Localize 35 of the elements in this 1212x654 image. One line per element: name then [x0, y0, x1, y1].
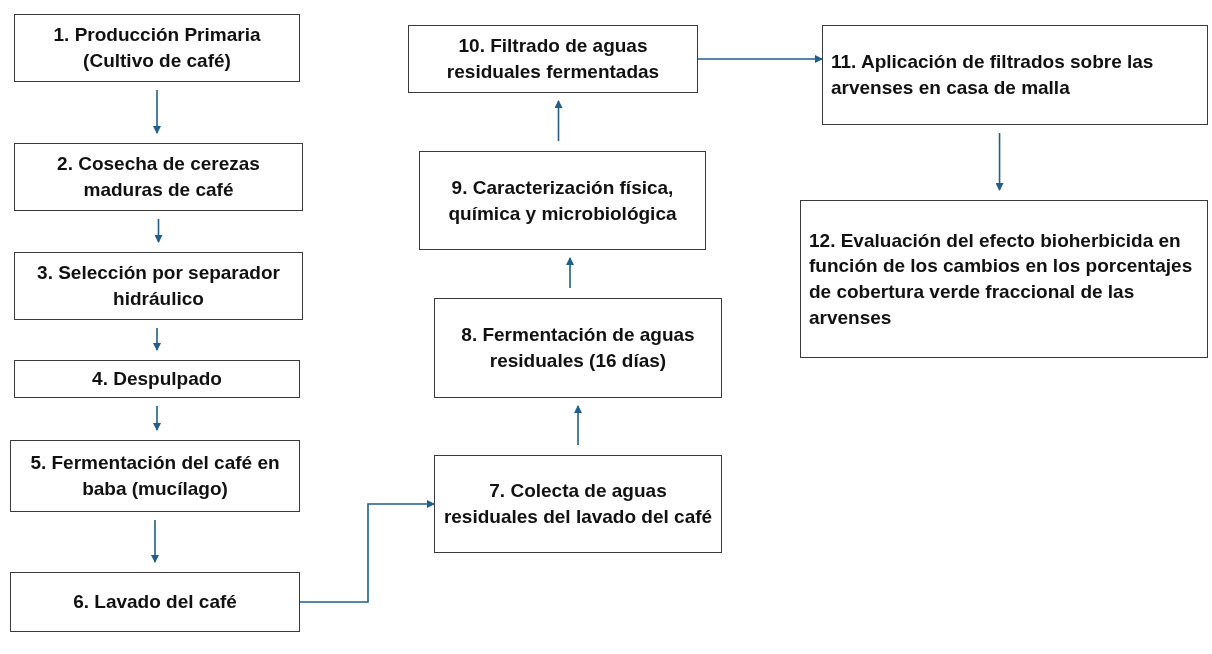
step-text: 12. Evaluación del efecto bioherbicida en función de los cambios en los porcentajes de cobertura verde fraccional de las arvenses [809, 228, 1194, 330]
arrow [697, 55, 823, 63]
process-box [14, 360, 300, 398]
step-text: 5. Fermentación del café en baba (mucílago) [29, 451, 281, 501]
arrow [554, 100, 563, 142]
arrow [153, 405, 161, 431]
process-box [419, 151, 706, 250]
process-box [14, 252, 303, 320]
process-box [14, 143, 303, 211]
arrow [151, 519, 159, 563]
arrow [153, 327, 161, 351]
process-box [434, 298, 722, 398]
step-text: 2. Cosecha de cerezas maduras de café [56, 152, 261, 202]
arrow [574, 405, 582, 446]
arrow [566, 257, 574, 289]
process-box [14, 14, 300, 82]
step-text: 8. Fermentación de aguas residuales (16 días) [460, 323, 696, 373]
process-box [434, 455, 722, 553]
process-box [10, 440, 300, 512]
step-text: 9. Caracterización física, química y microbiológica [447, 175, 678, 226]
process-box [408, 25, 698, 93]
process-box [822, 25, 1208, 125]
step-text: 11. Aplicación de filtrados sobre las arvenses en casa de malla [831, 50, 1155, 100]
step-text: 10. Filtrado de aguas residuales fermentadas [445, 34, 661, 84]
step-text: 6. Lavado del café [73, 590, 237, 615]
arrow [299, 500, 435, 603]
step-text: 4. Despulpado [92, 367, 222, 392]
arrow [995, 132, 1004, 191]
arrow [154, 218, 163, 243]
step-text: 7. Colecta de aguas residuales del lavado del café [443, 479, 713, 529]
step-text: 1. Producción Primaria (Cultivo de café) [52, 23, 262, 73]
arrow [153, 89, 161, 134]
process-box [10, 572, 300, 632]
step-text: 3. Selección por separador hidráulico [36, 261, 281, 311]
process-box [800, 200, 1208, 358]
